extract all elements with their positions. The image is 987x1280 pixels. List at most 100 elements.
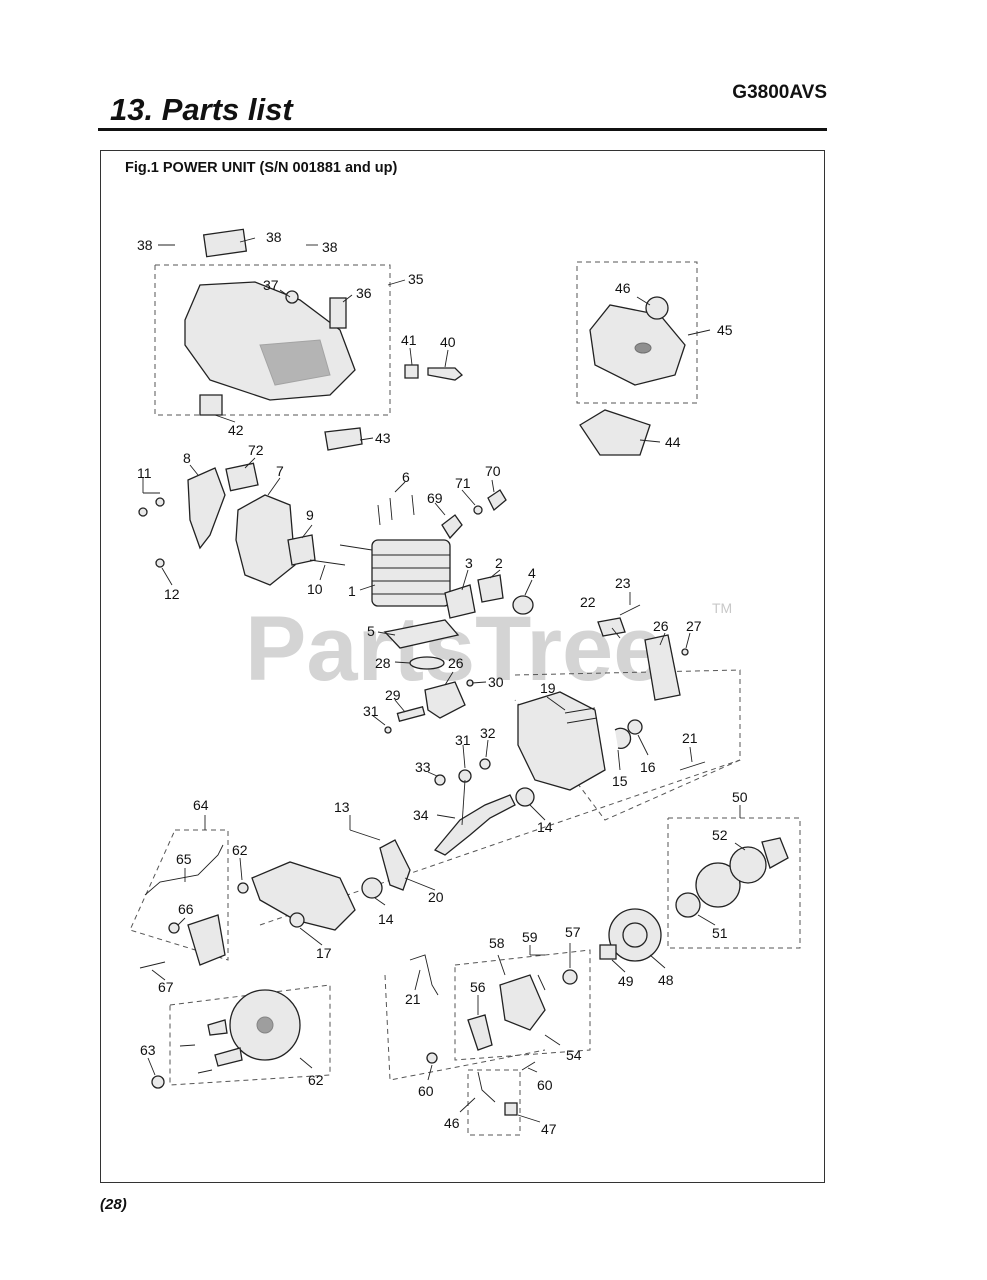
callout-68: 67 (158, 979, 174, 995)
callout-57: 56 (470, 979, 486, 995)
cover-latch (324, 427, 363, 451)
callout-44: 44 (665, 434, 681, 450)
crankcase-gasket (379, 839, 411, 891)
clutch-shoe (695, 862, 741, 908)
cylinder-fins (372, 554, 450, 595)
callout-30: 29 (385, 687, 401, 703)
crankcase-clutch-side (517, 691, 606, 791)
callout-3: 3 (465, 555, 473, 571)
callout-4: 4 (528, 565, 536, 581)
cover-bracket (329, 297, 347, 329)
muffler-screw (155, 558, 165, 568)
leader-lines (142, 237, 746, 1123)
callout-35: 35 (408, 271, 424, 287)
needle-bearing-washer-a (434, 774, 446, 786)
callout-23: 23 (615, 575, 631, 591)
air-filter-cap (645, 296, 669, 320)
air-filter (579, 409, 651, 456)
clutch-hub (761, 837, 789, 869)
callout-9: 9 (306, 507, 314, 523)
callout-39: 38 (266, 229, 282, 245)
callout-2: 2 (495, 555, 503, 571)
callout-14: 14 (378, 911, 394, 927)
cover-knob (427, 367, 464, 381)
callout-33: 33 (415, 759, 431, 775)
callout-54: 52 (712, 827, 728, 843)
callout-20: 21 (682, 730, 698, 746)
callout-8: 8 (183, 450, 191, 466)
callout-37: 37 (263, 277, 279, 293)
callout-56: 54 (566, 1047, 582, 1063)
callout-60: 59 (522, 929, 538, 945)
callout-11: 11 (137, 465, 152, 481)
oil-line (477, 1071, 496, 1103)
callout-34: 34 (413, 807, 429, 823)
callout-58: 57 (565, 924, 581, 940)
callout-59: 58 (489, 935, 505, 951)
oil-pump-screw (521, 1061, 536, 1071)
oil-pump-screw-b (537, 974, 546, 991)
dowel-pin-a (564, 707, 596, 714)
callout-31: 30 (488, 674, 504, 690)
plug-cap-boot (473, 505, 483, 515)
callout-49: 48 (658, 972, 674, 988)
callout-7: 7 (276, 463, 284, 479)
callout-67: 66 (178, 901, 194, 917)
callout-16: 16 (640, 759, 656, 775)
callout-6: 6 (402, 469, 410, 485)
clutch-spring (729, 846, 767, 884)
flywheel-nut (151, 1075, 165, 1089)
piston-pin (396, 705, 426, 723)
oil-pump-washer (426, 1052, 438, 1064)
cylinder-gasket (383, 619, 460, 649)
crankcase-bolt (679, 761, 706, 771)
plug-cap (487, 489, 507, 512)
cylinder-bolt-c (411, 494, 415, 516)
page-bracket-open: ( (100, 1196, 105, 1213)
oil-hose (409, 954, 439, 996)
intake-insulator (444, 584, 476, 619)
air-filter-port (634, 342, 652, 354)
callout-13: 13 (334, 799, 350, 815)
callout-32: 31 (455, 732, 471, 748)
cylinder-bolt-b (389, 497, 393, 521)
group-air-filter-cover (576, 261, 698, 404)
callout-72: 72 (248, 442, 264, 458)
assembly-axis-lower (384, 974, 546, 1081)
cover-grommet (285, 290, 299, 304)
callout-62: 62 (232, 842, 248, 858)
callout-41: 41 (401, 332, 417, 348)
fuel-bolt (139, 961, 166, 969)
fuel-filter (168, 922, 180, 934)
snap-ring (614, 727, 632, 749)
cover-gasket (202, 228, 248, 258)
callout-52: 51 (712, 925, 728, 941)
crankshaft (433, 794, 516, 856)
callout-38: 38 (322, 239, 338, 255)
page-bracket-close: ) (121, 1196, 127, 1213)
sprocket (622, 922, 648, 948)
dowel-pin-b (566, 717, 598, 724)
cylinder-bolt-a (377, 504, 381, 526)
starter-pawl-b (214, 1047, 243, 1067)
muffler-gasket (225, 462, 259, 492)
cover-mount (199, 394, 223, 416)
muffler-bracket (187, 467, 226, 550)
callout-66: 65 (176, 851, 192, 867)
connecting-rod (461, 779, 466, 826)
callout-15: 15 (612, 773, 628, 789)
callout-36: 36 (356, 285, 372, 301)
top-cover-vent (259, 339, 331, 386)
callout-14: 14 (537, 819, 553, 835)
group-fuel-line (129, 829, 229, 961)
muffler-nut-b (155, 497, 165, 507)
cylinder (371, 539, 451, 607)
watermark-trademark: TM (712, 600, 732, 616)
oil-strainer (504, 1102, 518, 1116)
crankcase-nut (237, 882, 249, 894)
callout-22: 22 (580, 594, 596, 610)
callout-12: 12 (164, 586, 180, 602)
oil-seal-flywheel-side (289, 912, 305, 928)
crankcase-flywheel-side (251, 861, 356, 931)
